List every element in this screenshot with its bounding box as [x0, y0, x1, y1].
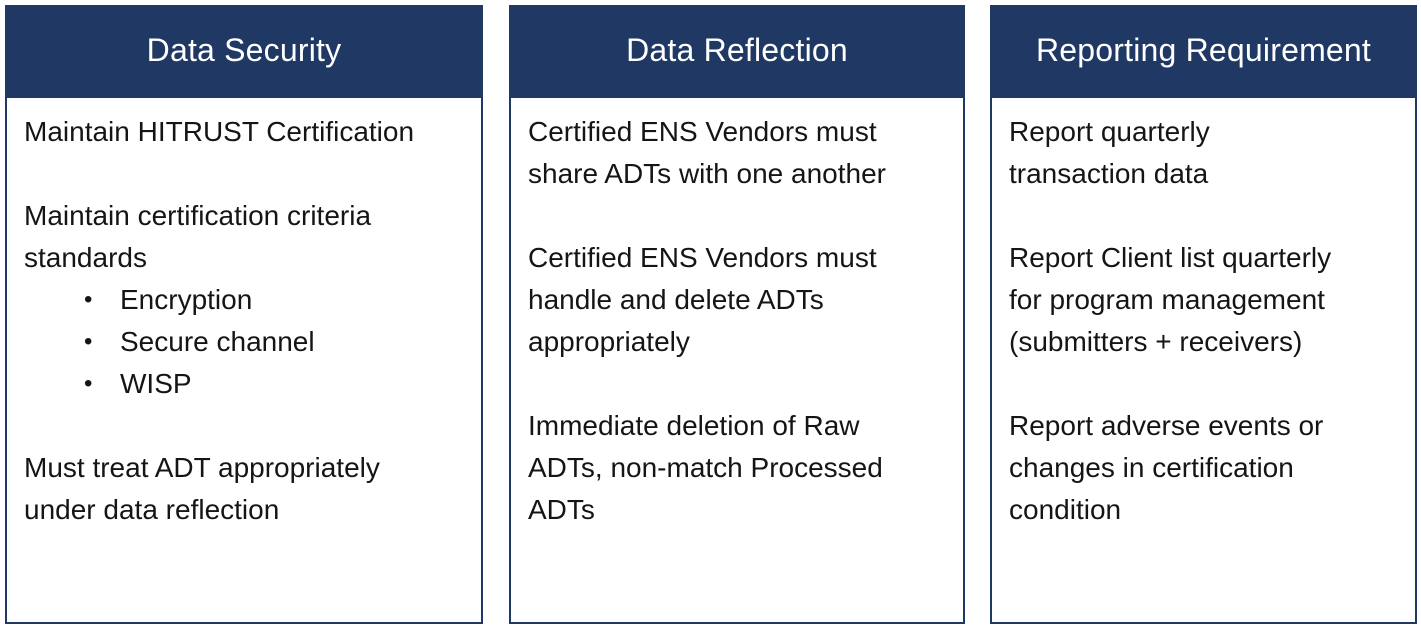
card-title: Data Reflection	[626, 32, 848, 68]
bullet-icon: •	[84, 328, 93, 355]
paragraph: Certified ENS Vendors must handle and de…	[528, 242, 877, 357]
bullet-text: Secure channel	[120, 326, 315, 357]
bullet-icon: •	[84, 286, 93, 313]
bullet-icon: •	[84, 370, 93, 397]
paragraph: Maintain HITRUST Certification	[24, 116, 415, 147]
card-title: Reporting Requirement	[1035, 32, 1372, 68]
card-body: Report quarterly transaction data Report…	[990, 96, 1417, 624]
card-header: Data Security	[5, 5, 483, 96]
list-item: • WISP	[24, 363, 467, 405]
card-body: Maintain HITRUST Certification Maintain …	[5, 96, 483, 624]
list-item: • Encryption	[24, 279, 467, 321]
card-data-security: Data Security Maintain HITRUST Certifica…	[5, 5, 483, 624]
paragraph: Maintain certification criteria standard…	[24, 200, 372, 273]
bullet-text: Encryption	[120, 284, 253, 315]
card-body: Certified ENS Vendors must share ADTs wi…	[509, 96, 965, 624]
paragraph: Must treat ADT appropriately under data …	[24, 452, 380, 525]
paragraph: Certified ENS Vendors must share ADTs wi…	[528, 116, 886, 189]
bullet-list: • Encryption • Secure channel • WISP	[24, 279, 467, 405]
card-header: Data Reflection	[509, 5, 965, 96]
bullet-text: WISP	[120, 368, 192, 399]
card-header: Reporting Requirement	[990, 5, 1417, 96]
card-title: Data Security	[146, 32, 342, 68]
list-item: • Secure channel	[24, 321, 467, 363]
paragraph: Report quarterly transaction data	[1009, 116, 1210, 189]
card-reporting-requirement: Reporting Requirement Report quarterly t…	[990, 5, 1417, 624]
card-data-reflection: Data Reflection Certified ENS Vendors mu…	[509, 5, 965, 624]
paragraph: Immediate deletion of Raw ADTs, non-matc…	[528, 410, 883, 525]
paragraph: Report Client list quarterly for program…	[1009, 242, 1332, 357]
paragraph: Report adverse events or changes in cert…	[1009, 410, 1324, 525]
